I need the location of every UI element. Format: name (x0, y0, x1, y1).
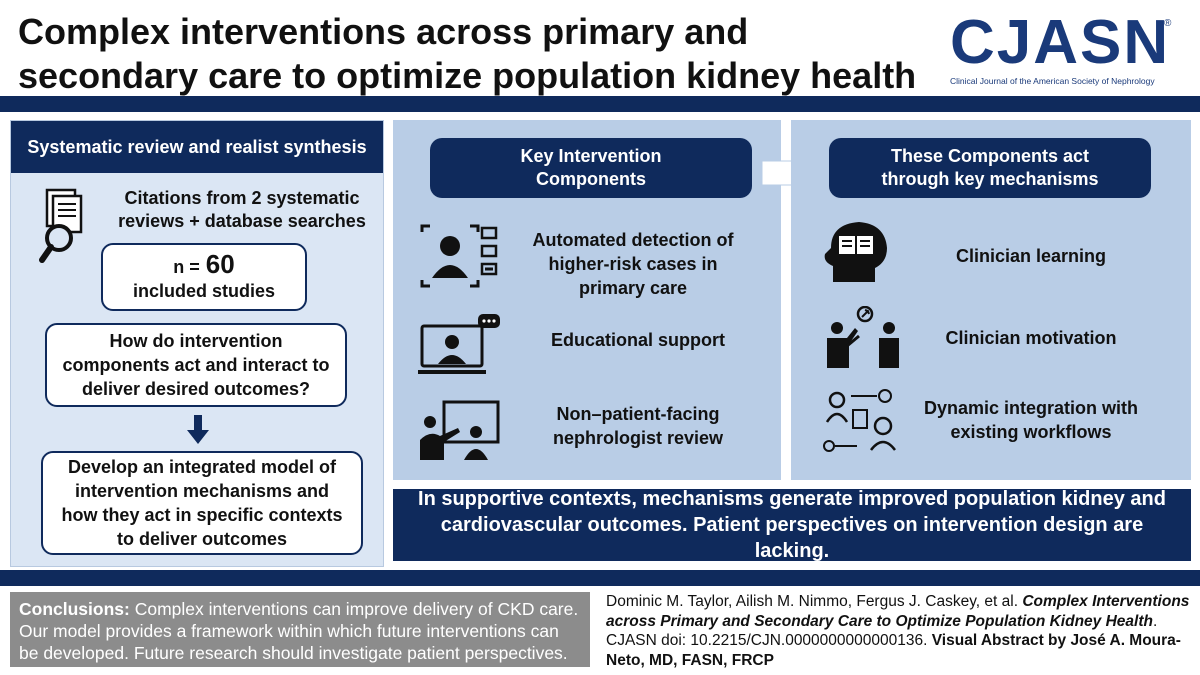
conclusions-box: Conclusions: Complex interventions can i… (10, 592, 590, 667)
citations-line-1: Citations from 2 systematic (124, 188, 360, 208)
citation-journal-doi: . CJASN doi: 10.2215/CJN.000000000000013… (606, 612, 1158, 650)
mechanisms-panel: These Components act through key mechanis… (791, 120, 1191, 480)
monitor-person-icon (420, 224, 498, 288)
mechanism-label: Clinician motivation (945, 328, 1117, 348)
bottom-divider-band (0, 570, 1200, 586)
conclusions-text: Complex interventions can improve delive… (19, 599, 579, 663)
n-value: 60 (205, 248, 235, 279)
mechanism-label: Dynamic integration with existing workfl… (923, 398, 1139, 442)
mechanisms-heading-line-2: through key mechanisms (881, 169, 1099, 189)
journal-logo: CJASN ® Clinical Journal of the American… (950, 12, 1180, 92)
citation-authors: Dominic M. Taylor, Ailish M. Nimmo, Ferg… (606, 593, 1023, 610)
review-heading: Systematic review and realist synthesis (11, 121, 383, 173)
citations-line-2: reviews + database searches (118, 211, 366, 231)
logo-registered-mark: ® (1164, 18, 1172, 29)
outcome-banner: In supportive contexts, mechanisms gener… (393, 488, 1191, 562)
components-heading-line-2: Components (536, 169, 646, 189)
n-label: n = (173, 256, 200, 277)
mechanisms-heading: These Components act through key mechanis… (829, 138, 1151, 198)
citation-title: Complex Interventions across Primary and… (606, 593, 1190, 630)
component-label: Automated detection of higher-risk cases… (532, 230, 734, 298)
article-citation: Dominic M. Taylor, Ailish M. Nimmo, Ferg… (606, 592, 1194, 670)
top-divider-band (0, 96, 1200, 112)
down-arrow-icon (187, 415, 209, 444)
laptop-video-call-icon (418, 314, 500, 374)
logo-wordmark: CJASN (950, 8, 1171, 77)
presentation-review-icon (420, 400, 500, 460)
n-caption: included studies (132, 280, 276, 301)
goal-box: Develop an integrated model of intervent… (41, 451, 363, 555)
component-label: Educational support (550, 330, 725, 350)
citation-visual-abstract: Visual Abstract by José A. Moura-Neto, M… (606, 632, 1181, 669)
mechanisms-heading-line-1: These Components act (890, 146, 1090, 166)
review-panel: Systematic review and realist synthesis … (10, 120, 384, 567)
workflow-people-icon (823, 389, 896, 452)
logo-subtitle: Clinical Journal of the American Society… (950, 76, 1155, 86)
mechanism-label: Clinician learning (955, 246, 1107, 266)
documents-magnifier-icon (39, 188, 83, 263)
conclusions-label: Conclusions: (19, 599, 130, 619)
head-book-icon (824, 222, 887, 282)
included-studies-box: n = 60 included studies (101, 243, 307, 311)
two-people-rocket-icon (827, 306, 899, 368)
citations-text: Citations from 2 systematic reviews + da… (111, 187, 373, 233)
component-label: Non–patient-facing nephrologist review (552, 404, 724, 448)
page-title: Complex interventions across primary and… (18, 11, 917, 96)
question-box: How do intervention components act and i… (45, 323, 347, 407)
components-heading-line-1: Key Intervention (520, 146, 662, 166)
